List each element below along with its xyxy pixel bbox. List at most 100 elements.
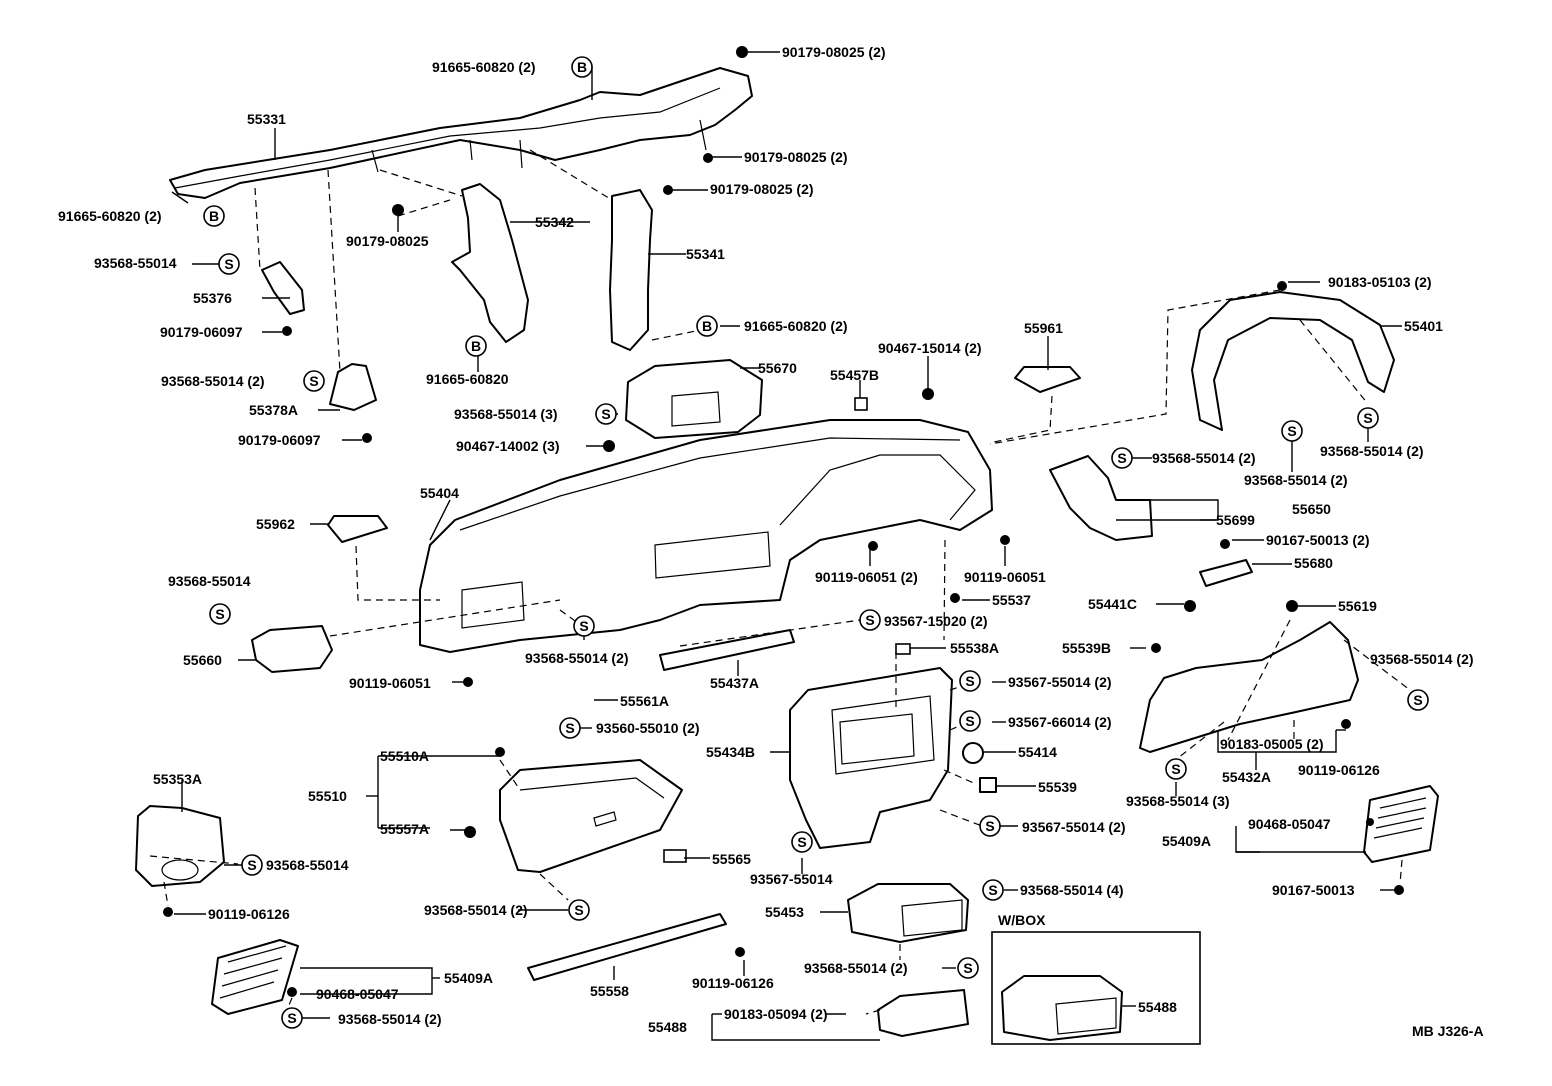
label-90167-50013-b: 90167-50013: [1272, 882, 1355, 898]
label-55680: 55680: [1294, 555, 1333, 571]
bolt-marker-icon: B: [571, 56, 593, 78]
svg-text:B: B: [471, 338, 481, 354]
label-55409A-right: 55409A: [1162, 833, 1211, 849]
label-93567-66014: 93567-66014 (2): [1008, 714, 1112, 730]
screw-marker-icon: S: [209, 603, 231, 625]
box-55453: [847, 883, 969, 943]
label-55453: 55453: [765, 904, 804, 920]
bracket-55378A: [329, 363, 377, 411]
svg-text:S: S: [988, 882, 997, 898]
label-55537: 55537: [992, 592, 1031, 608]
label-55538A: 55538A: [950, 640, 999, 656]
knob-55414: [962, 742, 984, 764]
screw-marker-icon: S: [281, 1007, 303, 1029]
label-55488-a: 55488: [648, 1019, 687, 1035]
screw-marker-icon: S: [573, 615, 595, 637]
label-93567-55014-a: 93567-55014 (2): [1008, 674, 1112, 690]
part-labels: 90179-08025 (2) 91665-60820 (2) 55331 90…: [58, 44, 1484, 1039]
part-55353A: [135, 805, 225, 887]
label-93568-55014-o: 93568-55014 (2): [804, 960, 908, 976]
label-93568-55014-d: 93568-55014 (2): [1152, 450, 1256, 466]
label-90183-05103: 90183-05103 (2): [1328, 274, 1432, 290]
label-55401: 55401: [1404, 318, 1443, 334]
label-93568-55014-a: 93568-55014: [94, 255, 177, 271]
leader-lines: [171, 51, 1402, 1041]
part-55680: [1199, 559, 1253, 587]
svg-text:S: S: [1117, 450, 1126, 466]
screw-marker-icon: S: [1165, 758, 1187, 780]
label-90179-06097-b: 90179-06097: [238, 432, 321, 448]
vent-55962: [327, 515, 388, 543]
screw-marker-icon: S: [979, 815, 1001, 837]
label-91665-60820-left: 91665-60820 (2): [58, 208, 162, 224]
label-93568-55014-b: 93568-55014 (2): [161, 373, 265, 389]
label-55619: 55619: [1338, 598, 1377, 614]
label-93567-55014-c: 93567-55014: [750, 871, 833, 887]
label-55378A: 55378A: [249, 402, 298, 418]
screw-marker-icon: S: [568, 899, 590, 921]
label-55353A: 55353A: [153, 771, 202, 787]
screw-marker-icon: S: [218, 253, 240, 275]
label-55510A: 55510A: [380, 748, 429, 764]
grille-55409A-right: [1363, 785, 1439, 863]
label-93568-55014-g: 93568-55014: [168, 573, 251, 589]
screw-marker-icon: S: [1111, 447, 1133, 469]
screw-marker-icon: S: [1357, 407, 1379, 429]
register-55660: [251, 625, 333, 673]
label-90119-06051-c: 90119-06051: [349, 675, 431, 691]
label-diagram-code: MB J326-A: [1412, 1023, 1484, 1039]
svg-text:S: S: [963, 960, 972, 976]
label-90468-05047-b: 90468-05047: [316, 986, 399, 1002]
svg-text:S: S: [965, 673, 974, 689]
label-90167-50013-a: 90167-50013 (2): [1266, 532, 1370, 548]
label-93568-55014-m: 93568-55014 (4): [1020, 882, 1124, 898]
glove-box-55510: [499, 759, 683, 873]
svg-text:S: S: [247, 857, 256, 873]
svg-text:S: S: [1363, 410, 1372, 426]
label-55342: 55342: [535, 214, 574, 230]
screw-marker-icon: S: [241, 854, 263, 876]
label-55488-b: 55488: [1138, 999, 1177, 1015]
label-55558: 55558: [590, 983, 629, 999]
label-55434B: 55434B: [706, 744, 755, 760]
label-93568-55014-h: 93568-55014 (2): [525, 650, 629, 666]
hood-55401: [1191, 291, 1395, 431]
screw-marker-icon: S: [959, 670, 981, 692]
label-93567-15020: 93567-15020 (2): [884, 613, 988, 629]
part-outlines: [135, 46, 1439, 1045]
clip-55539: [979, 777, 997, 793]
label-55660: 55660: [183, 652, 222, 668]
register-55670: [625, 359, 763, 439]
label-55441C: 55441C: [1088, 596, 1137, 612]
svg-text:S: S: [985, 818, 994, 834]
label-55404: 55404: [420, 485, 459, 501]
label-55331: 55331: [247, 111, 286, 127]
label-55409A-left: 55409A: [444, 970, 493, 986]
bolt-marker-icon: B: [696, 315, 718, 337]
label-55432A: 55432A: [1222, 769, 1271, 785]
screw-marker-icon: S: [959, 710, 981, 732]
dashed-guides: [149, 149, 1411, 1015]
label-91665-60820-low: 91665-60820: [426, 371, 509, 387]
duct-55650: [1049, 455, 1153, 541]
label-55670: 55670: [758, 360, 797, 376]
reinforcement-bar-55331: [169, 67, 753, 199]
screw-marker-icon: S: [982, 879, 1004, 901]
bracket-55376: [261, 261, 305, 315]
screw-marker-icon: S: [791, 831, 813, 853]
screw-marker-icon: S: [1281, 420, 1303, 442]
label-90183-05005: 90183-05005 (2): [1220, 736, 1324, 752]
label-55457B: 55457B: [830, 367, 879, 383]
center-cluster-55434B: [789, 667, 953, 849]
label-90467-14002: 90467-14002 (3): [456, 438, 560, 454]
label-55437A: 55437A: [710, 675, 759, 691]
label-91665-60820-mid: 91665-60820 (2): [744, 318, 848, 334]
label-90119-06126-c: 90119-06126: [692, 975, 774, 991]
label-55414: 55414: [1018, 744, 1057, 760]
brace-55342: [451, 183, 529, 343]
label-93568-55014-j: 93568-55014 (3): [1126, 793, 1230, 809]
label-90119-06126-b: 90119-06126: [208, 906, 290, 922]
svg-text:S: S: [574, 902, 583, 918]
bolt-marker-icon: B: [465, 335, 487, 357]
label-90179-08025-d: 90179-08025: [346, 233, 429, 249]
